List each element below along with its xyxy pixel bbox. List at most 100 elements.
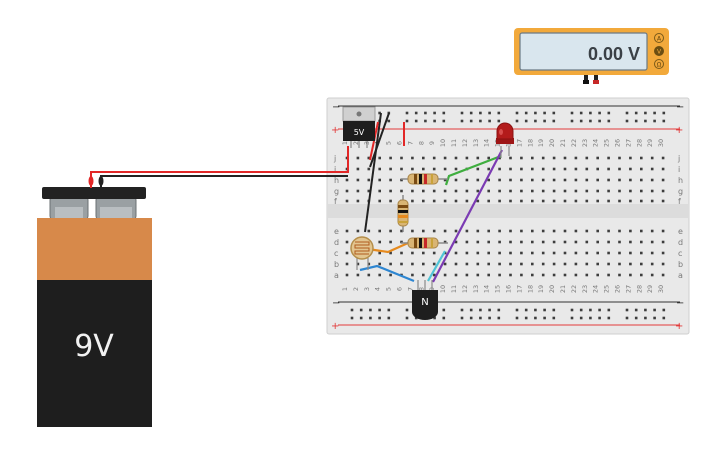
breadboard-hole[interactable] xyxy=(634,308,638,312)
breadboard-hole[interactable] xyxy=(378,229,381,233)
breadboard-hole[interactable] xyxy=(653,308,656,312)
breadboard-hole[interactable] xyxy=(378,189,381,193)
breadboard-hole[interactable] xyxy=(432,229,436,233)
breadboard-hole[interactable] xyxy=(454,273,458,277)
breadboard-hole[interactable] xyxy=(479,111,482,115)
breadboard-hole[interactable] xyxy=(422,251,425,255)
breadboard-hole[interactable] xyxy=(432,167,436,171)
breadboard-hole[interactable] xyxy=(625,119,629,123)
breadboard-hole[interactable] xyxy=(454,240,458,244)
breadboard-hole[interactable] xyxy=(454,229,458,233)
breadboard-hole[interactable] xyxy=(585,251,589,255)
breadboard-hole[interactable] xyxy=(534,119,537,123)
breadboard-hole[interactable] xyxy=(618,273,621,277)
breadboard-hole[interactable] xyxy=(607,167,610,171)
breadboard-hole[interactable] xyxy=(574,262,578,266)
breadboard-hole[interactable] xyxy=(488,119,491,123)
breadboard-hole[interactable] xyxy=(405,119,409,123)
breadboard-hole[interactable] xyxy=(509,178,512,182)
breadboard-hole[interactable] xyxy=(389,240,392,244)
breadboard-hole[interactable] xyxy=(400,240,403,244)
breadboard-hole[interactable] xyxy=(515,119,519,123)
breadboard-hole[interactable] xyxy=(650,229,654,233)
breadboard-hole[interactable] xyxy=(465,251,469,255)
breadboard-hole[interactable] xyxy=(411,229,414,233)
breadboard-hole[interactable] xyxy=(543,316,546,320)
breadboard-hole[interactable] xyxy=(378,316,381,320)
breadboard-hole[interactable] xyxy=(476,178,480,182)
breadboard-hole[interactable] xyxy=(661,167,665,171)
breadboard-hole[interactable] xyxy=(531,229,534,233)
breadboard-hole[interactable] xyxy=(369,308,372,312)
breadboard-hole[interactable] xyxy=(585,167,589,171)
breadboard-hole[interactable] xyxy=(520,240,523,244)
breadboard-hole[interactable] xyxy=(367,262,371,266)
breadboard-hole[interactable] xyxy=(387,119,391,123)
mode-resistance-button[interactable]: Ω xyxy=(654,59,664,69)
breadboard-hole[interactable] xyxy=(563,199,567,203)
breadboard-hole[interactable] xyxy=(345,189,349,193)
breadboard-hole[interactable] xyxy=(629,262,632,266)
breadboard-hole[interactable] xyxy=(509,156,512,160)
breadboard-hole[interactable] xyxy=(618,178,621,182)
breadboard-hole[interactable] xyxy=(498,273,501,277)
breadboard-hole[interactable] xyxy=(469,119,473,123)
breadboard-hole[interactable] xyxy=(552,251,556,255)
breadboard-hole[interactable] xyxy=(356,262,360,266)
breadboard-hole[interactable] xyxy=(552,111,556,115)
breadboard-hole[interactable] xyxy=(596,251,599,255)
breadboard-hole[interactable] xyxy=(411,189,414,193)
breadboard-hole[interactable] xyxy=(596,199,599,203)
breadboard-hole[interactable] xyxy=(541,199,545,203)
breadboard-hole[interactable] xyxy=(625,316,629,320)
breadboard-hole[interactable] xyxy=(640,240,643,244)
breadboard-hole[interactable] xyxy=(498,251,501,255)
breadboard-hole[interactable] xyxy=(552,273,556,277)
breadboard-hole[interactable] xyxy=(497,111,501,115)
breadboard-hole[interactable] xyxy=(607,111,611,115)
breadboard-hole[interactable] xyxy=(662,308,666,312)
battery-snap-connector[interactable] xyxy=(42,187,146,199)
breadboard-hole[interactable] xyxy=(405,308,409,312)
breadboard-hole[interactable] xyxy=(465,199,469,203)
battery-9v[interactable]: 9V xyxy=(37,187,152,427)
breadboard-hole[interactable] xyxy=(465,262,469,266)
breadboard-hole[interactable] xyxy=(345,240,349,244)
breadboard-hole[interactable] xyxy=(509,262,512,266)
breadboard-hole[interactable] xyxy=(476,240,480,244)
breadboard-hole[interactable] xyxy=(400,167,403,171)
breadboard-hole[interactable] xyxy=(509,189,512,193)
breadboard-hole[interactable] xyxy=(629,189,632,193)
breadboard-hole[interactable] xyxy=(422,167,425,171)
breadboard-hole[interactable] xyxy=(476,199,480,203)
breadboard-hole[interactable] xyxy=(443,156,447,160)
breadboard-hole[interactable] xyxy=(644,111,647,115)
breadboard-hole[interactable] xyxy=(634,111,638,115)
breadboard-hole[interactable] xyxy=(563,251,567,255)
breadboard-hole[interactable] xyxy=(509,167,512,171)
breadboard-hole[interactable] xyxy=(650,167,654,171)
breadboard-hole[interactable] xyxy=(432,199,436,203)
breadboard-hole[interactable] xyxy=(498,240,501,244)
breadboard-hole[interactable] xyxy=(607,308,611,312)
breadboard-hole[interactable] xyxy=(476,251,480,255)
breadboard-hole[interactable] xyxy=(378,178,381,182)
breadboard-hole[interactable] xyxy=(531,262,534,266)
breadboard-hole[interactable] xyxy=(443,178,447,182)
breadboard-hole[interactable] xyxy=(411,199,414,203)
breadboard-hole[interactable] xyxy=(662,119,666,123)
breadboard-hole[interactable] xyxy=(476,273,480,277)
breadboard-hole[interactable] xyxy=(520,229,523,233)
breadboard-hole[interactable] xyxy=(498,178,501,182)
breadboard-hole[interactable] xyxy=(469,111,473,115)
breadboard-hole[interactable] xyxy=(653,111,656,115)
breadboard-hole[interactable] xyxy=(367,189,371,193)
breadboard-hole[interactable] xyxy=(378,156,381,160)
breadboard-hole[interactable] xyxy=(443,240,447,244)
breadboard-hole[interactable] xyxy=(650,262,654,266)
breadboard-hole[interactable] xyxy=(563,273,567,277)
breadboard-hole[interactable] xyxy=(378,199,381,203)
multimeter[interactable]: 0.00 V A V Ω xyxy=(514,28,669,84)
breadboard-hole[interactable] xyxy=(653,119,656,123)
breadboard-hole[interactable] xyxy=(465,273,469,277)
